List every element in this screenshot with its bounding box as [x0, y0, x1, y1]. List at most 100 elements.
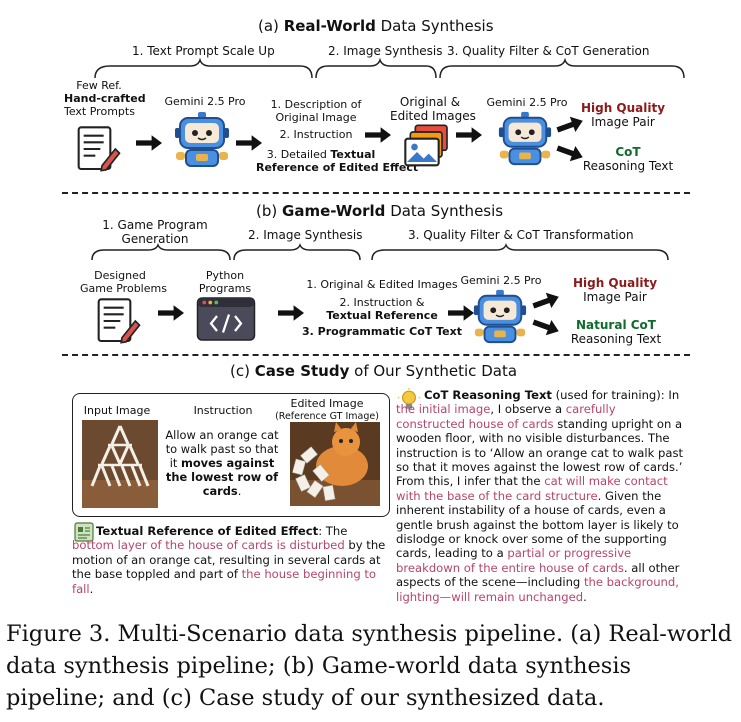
cot-note: (used for training): In: [555, 388, 680, 402]
instruction-text: Allow an orange cat to walk past so that…: [162, 428, 282, 498]
cot-pink3: cat will make contact with the base of t…: [396, 474, 668, 503]
section-b-stage2: 2. Image Synthesis: [248, 228, 363, 242]
textual-ref-1: : The: [318, 524, 348, 538]
textual-reference: Textual Reference of Edited Effect: The …: [72, 524, 390, 596]
edited-label-line2: (Reference GT Image): [275, 411, 379, 422]
arrow-right-icon: [530, 314, 562, 339]
edited-image: [290, 422, 380, 506]
b-step3: 3. Programmatic CoT Text: [302, 325, 462, 338]
instruction-label: Instruction: [193, 404, 253, 417]
a-step2: 2. Instruction: [279, 128, 353, 141]
b-step2-line1: 2. Instruction &: [339, 296, 425, 309]
arrow-right-icon: [365, 126, 391, 144]
a-step3: 3. Detailed Textual Reference of Edited …: [256, 148, 419, 174]
a-input-line3: Text Prompts: [64, 105, 135, 118]
textual-ref-pink1: bottom layer of the house of cards is di…: [72, 538, 345, 553]
section-c-title: (c) Case Study of Our Synthetic Data: [230, 362, 517, 380]
section-b-stage3: 3. Quality Filter & CoT Transformation: [408, 228, 634, 242]
arrow-right-icon: [278, 304, 304, 322]
divider-ab: [62, 192, 690, 194]
b-input-line1: Designed: [94, 269, 146, 282]
instruction-text-end: .: [237, 484, 242, 498]
edited-image-label: Edited Image (Reference GT Image): [272, 397, 382, 423]
input-image-label: Input Image: [83, 404, 151, 417]
textual-ref-3: .: [89, 581, 94, 596]
section-b-stage1: 1. Game Program Generation: [100, 218, 210, 246]
a-output2-line2: Reasoning Text: [582, 159, 674, 173]
arrow-right-icon: [456, 126, 482, 144]
a-output1: High Quality Image Pair: [578, 101, 668, 129]
b-input-line2: Game Problems: [80, 282, 167, 295]
a-input-line1: Few Ref.: [76, 79, 122, 92]
a-output1-line1: High Quality: [580, 101, 666, 115]
b-input-label: Designed Game Problems: [80, 269, 167, 295]
a-output2-line1: CoT: [615, 145, 641, 159]
section-a-braces: [94, 57, 685, 79]
arrow-right-icon: [530, 289, 562, 314]
cot-t2: standing upright on a wooden floor, with…: [396, 416, 684, 489]
b-step2: 2. Instruction & Textual Reference: [302, 296, 462, 322]
a-step3-bold1: Textual: [330, 148, 376, 161]
b-output2: Natural CoT Reasoning Text: [566, 318, 666, 346]
cot-reasoning-text: CoT Reasoning Text (used for training): …: [396, 388, 686, 604]
b-model-label: Gemini 2.5 Pro: [460, 274, 542, 287]
a-model1-label: Gemini 2.5 Pro: [164, 95, 246, 108]
cot-t4: . all other aspects of the scene—includi…: [396, 560, 680, 590]
a-model2-label: Gemini 2.5 Pro: [486, 96, 568, 109]
instruction-text-1: Allow an orange cat to walk past so that…: [165, 428, 279, 470]
a-output1-line2: Image Pair: [591, 115, 655, 129]
document-pencil-icon: [72, 124, 122, 174]
b-output2-line2: Reasoning Text: [570, 332, 662, 346]
section-b-braces: [91, 242, 669, 261]
cot-heading: CoT Reasoning Text: [424, 388, 552, 402]
code-window-icon: [196, 296, 256, 342]
section-b-bold: Game-World: [282, 202, 386, 220]
image-stack-icon: [402, 122, 452, 172]
instruction-text-bold: moves against the lowest row of cards: [165, 456, 279, 498]
a-output2: CoT Reasoning Text: [578, 145, 678, 173]
textual-ref-2: by the motion of an orange cat, resultin…: [72, 538, 386, 582]
a-images-line1: Original &: [399, 95, 461, 109]
cot-t5: .: [583, 589, 587, 604]
a-step1-line2: Original Image: [275, 111, 357, 124]
b-output1: High Quality Image Pair: [570, 276, 660, 304]
a-step1: 1. Description of Original Image: [268, 98, 364, 124]
section-a-bold: Real-World: [283, 17, 376, 35]
robot-icon: [172, 110, 232, 170]
textual-ref-heading: Textual Reference of Edited Effect: [96, 524, 319, 538]
cot-t3: . Given the inherent instability of a ho…: [396, 488, 679, 561]
section-a-prefix: (a): [258, 17, 279, 35]
a-input-line2: Hand-crafted: [64, 92, 146, 105]
input-image: [82, 420, 158, 508]
section-c-rest: of Our Synthetic Data: [354, 362, 518, 380]
b-programs-line2: Programs: [198, 282, 252, 295]
b-step1: 1. Original & Edited Images: [306, 278, 458, 291]
cot-t1: , I observe a: [490, 402, 563, 417]
section-b-prefix: (b): [256, 202, 278, 220]
textual-ref-pink2: the house beginning to fall: [72, 567, 377, 596]
arrow-right-icon: [136, 134, 162, 152]
section-a-title: (a) Real-World Data Synthesis: [258, 17, 494, 35]
robot-icon: [496, 110, 554, 168]
a-step3-bold2: Reference of Edited Effect: [256, 161, 419, 174]
section-a-stage2: 2. Image Synthesis: [328, 44, 443, 58]
case-study-box: [72, 393, 390, 517]
b-programs-label: Python Programs: [190, 269, 260, 295]
a-step1-line1: 1. Description of: [270, 98, 362, 111]
arrow-right-icon: [158, 304, 184, 322]
robot-icon: [470, 288, 530, 346]
document-pencil-icon: [92, 296, 142, 346]
b-programs-line1: Python: [205, 269, 245, 282]
section-c-bold: Case Study: [254, 362, 350, 380]
a-step3-prefix: 3. Detailed: [266, 148, 327, 161]
b-step2-bold: Textual Reference: [326, 309, 438, 322]
cot-pink5: the background, lighting—will remain unc…: [396, 575, 679, 604]
section-b-title: (b) Game-World Data Synthesis: [256, 202, 503, 220]
cot-pink2: carefully constructed house of cards: [396, 402, 616, 431]
b-stage1-line2: Generation: [121, 232, 189, 246]
b-output1-line2: Image Pair: [583, 290, 647, 304]
section-a-stage3: 3. Quality Filter & CoT Generation: [447, 44, 650, 58]
reference-doc-icon: [74, 522, 94, 542]
section-c-prefix: (c): [230, 362, 250, 380]
cot-pink1: the initial image: [396, 402, 491, 417]
